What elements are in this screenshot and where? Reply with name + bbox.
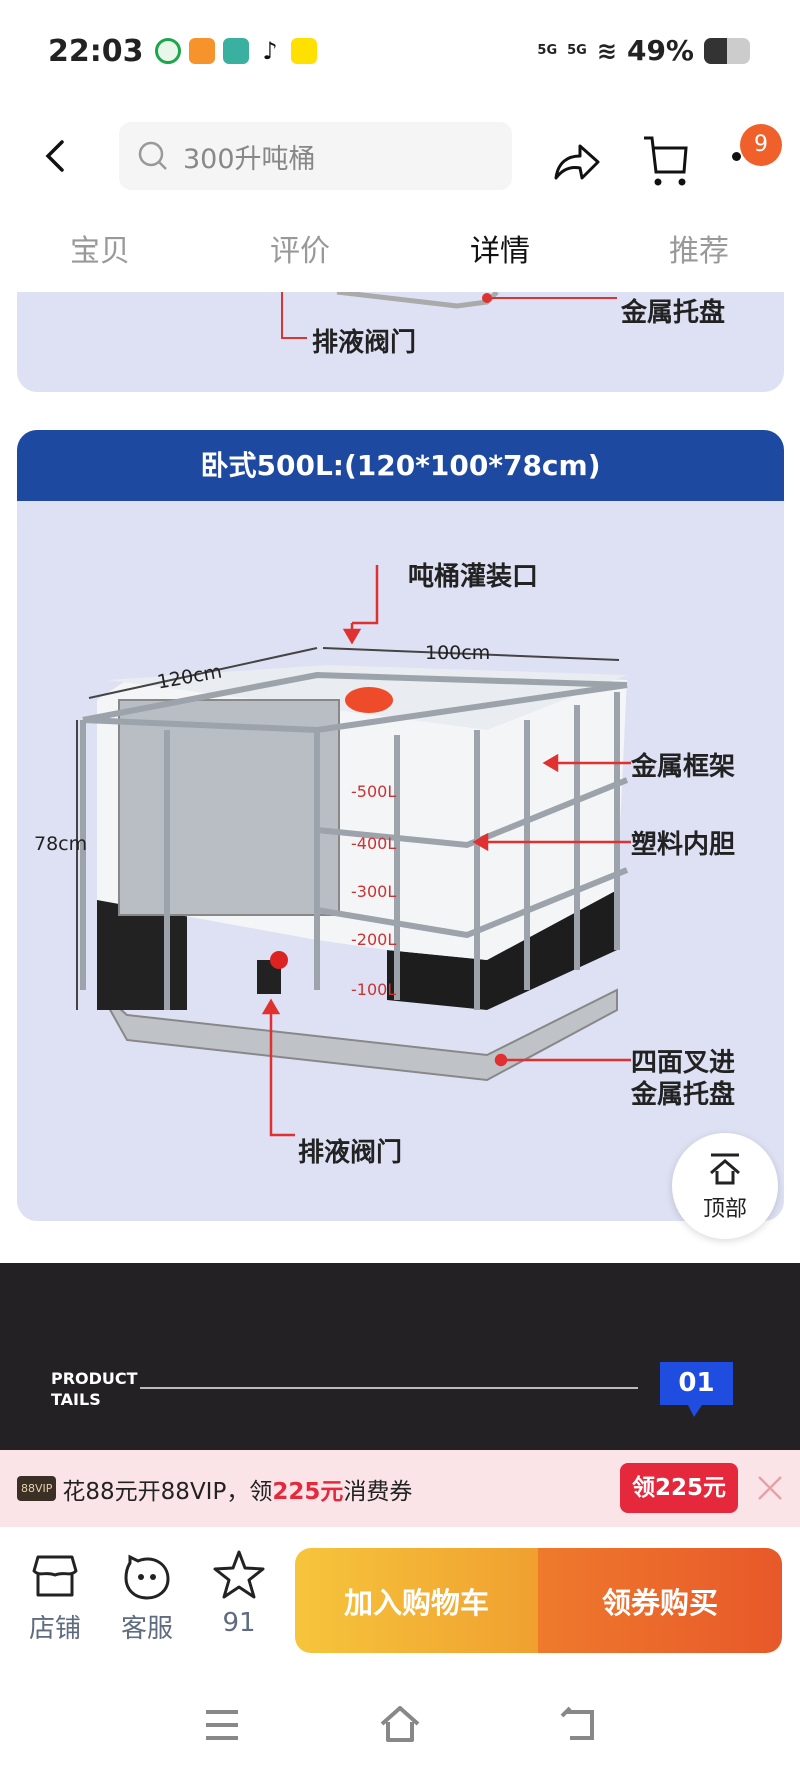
badge-tail [688, 1405, 702, 1417]
tab-recommend[interactable]: 推荐 [669, 234, 729, 269]
scale-mark: -300L [351, 882, 397, 901]
shop-button[interactable]: 店铺 [20, 1551, 90, 1645]
search-input[interactable]: 300升吨桶 [119, 122, 512, 190]
product-image-card: 卧式500L:(120*100*78cm) 吨桶灌装口 100cm 120cm … [17, 430, 784, 1221]
scale-mark: -400L [351, 834, 397, 853]
card-title: 卧式500L:(120*100*78cm) [17, 430, 784, 501]
app-icon [189, 38, 215, 64]
customer-service-button[interactable]: 客服 [112, 1551, 182, 1645]
label-fill-port: 吨桶灌装口 [408, 562, 539, 592]
close-icon[interactable] [756, 1474, 784, 1502]
tank-image-partial [281, 292, 617, 339]
battery-percent: 49% [626, 34, 694, 67]
ibc-tank-illustration [76, 565, 631, 1137]
favorite-button[interactable]: 91 [204, 1549, 274, 1638]
notification-icons: ♪ [155, 38, 317, 64]
label-pallet-1: 四面叉进 [631, 1048, 736, 1078]
store-icon [32, 1555, 78, 1597]
purchase-buttons: 加入购物车 领券购买 [295, 1548, 782, 1653]
back-icon[interactable] [40, 138, 70, 174]
scale-mark: -200L [351, 930, 397, 949]
divider [140, 1387, 638, 1389]
label-liner: 塑料内胆 [631, 830, 736, 860]
search-icon [138, 141, 167, 170]
label-valve: 排液阀门 [312, 328, 417, 358]
service-label: 客服 [120, 1614, 173, 1644]
buy-with-coupon-button[interactable]: 领券购买 [538, 1548, 782, 1653]
product-image-card-partial: 排液阀门 金属托盘 [17, 292, 784, 392]
promo-amount: 225元 [272, 1478, 344, 1505]
back-nav-icon[interactable] [558, 1706, 598, 1742]
app-icon [223, 38, 249, 64]
promo-text-a: 花88元开88VIP，领 [62, 1478, 273, 1505]
vip-badge: 88VIP [17, 1476, 57, 1501]
system-status: 5G 5G ≋ 49% [537, 34, 750, 67]
home-icon[interactable] [378, 1704, 422, 1744]
back-to-top-button[interactable]: 顶部 [672, 1133, 778, 1239]
claim-coupon-button[interactable]: 领225元 [620, 1463, 738, 1513]
cart-badge: 9 [740, 124, 782, 166]
add-to-cart-button[interactable]: 加入购物车 [295, 1548, 538, 1653]
tab-item[interactable]: 宝贝 [70, 234, 130, 269]
share-icon[interactable] [552, 138, 602, 182]
clock: 22:03 [48, 34, 144, 69]
promo-text-b: 消费券 [343, 1478, 413, 1505]
app-icon [155, 38, 181, 64]
label-frame: 金属框架 [631, 752, 736, 782]
label-pallet: 金属托盘 [621, 298, 726, 328]
vip-promo-bar[interactable]: 88VIP 花88元开88VIP，领 225元 消费券 领225元 [0, 1450, 800, 1527]
scale-mark: -100L [351, 980, 397, 999]
tab-bar: 宝贝 评价 详情 推荐 [0, 226, 800, 282]
section-header-banner: PRODUCT TAILS 01 [0, 1263, 800, 1450]
tab-reviews[interactable]: 评价 [270, 234, 330, 269]
section-number-badge: 01 [660, 1362, 733, 1405]
label-height: 78cm [34, 833, 88, 855]
section-line2: TAILS [51, 1390, 101, 1409]
wifi-icon: ≋ [596, 36, 617, 65]
menu-icon[interactable] [204, 1708, 240, 1742]
star-icon [213, 1550, 265, 1599]
search-text: 300升吨桶 [183, 143, 316, 175]
signal-icon: 5G [567, 43, 587, 58]
tiktok-icon: ♪ [257, 38, 283, 64]
more-icon[interactable] [732, 152, 741, 161]
system-nav-bar [0, 1700, 800, 1760]
tab-details[interactable]: 详情 [470, 234, 530, 269]
label-pallet-2: 金属托盘 [631, 1080, 736, 1110]
favorite-count: 91 [222, 1608, 256, 1638]
section-line1: PRODUCT [51, 1369, 138, 1388]
cart-icon[interactable] [640, 134, 692, 188]
label-width: 100cm [425, 642, 491, 664]
signal-icon: 5G [537, 43, 558, 58]
app-icon [291, 38, 317, 64]
status-bar: 22:03 ♪ 5G 5G ≋ 49% [0, 30, 800, 74]
back-to-top-label: 顶部 [702, 1197, 747, 1222]
battery-icon [704, 37, 750, 64]
section-label: PRODUCT TAILS [51, 1368, 138, 1410]
chat-face-icon [124, 1554, 170, 1600]
label-valve: 排液阀门 [298, 1138, 403, 1168]
scale-mark: -500L [351, 782, 397, 801]
shop-label: 店铺 [28, 1614, 81, 1644]
arrow-up-icon [710, 1153, 740, 1185]
